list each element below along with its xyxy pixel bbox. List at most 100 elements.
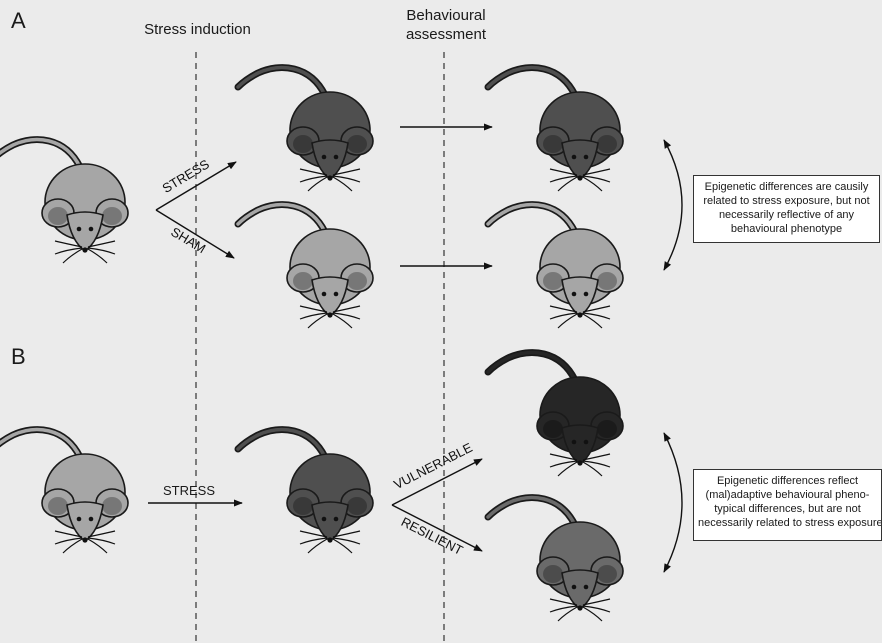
mouse-a-start [0, 136, 129, 264]
whisker [332, 537, 361, 545]
whisker [582, 175, 611, 183]
whisker [332, 530, 361, 538]
eye [333, 516, 339, 522]
whisker [307, 313, 328, 329]
panel-label-b: B [11, 344, 26, 369]
whisker [332, 313, 353, 329]
whisker [582, 461, 603, 477]
whisker [332, 305, 361, 313]
whisker [87, 537, 116, 545]
mouse-a-stressed [234, 64, 374, 192]
note-b: Epigenetic differences reflect (mal)adap… [693, 469, 882, 541]
whisker [549, 312, 578, 320]
arrow-a-comparison [663, 139, 683, 271]
eye [571, 154, 577, 160]
tail [234, 426, 329, 461]
head [66, 211, 104, 252]
nose [327, 312, 333, 318]
whisker [582, 605, 611, 613]
nose [327, 537, 333, 543]
whisker [332, 175, 361, 183]
head [311, 276, 349, 317]
eye [583, 291, 589, 297]
nose [577, 605, 583, 611]
head [311, 501, 349, 542]
whisker [549, 168, 578, 176]
head [561, 276, 599, 317]
whisker [582, 312, 611, 320]
note-b-line-2: (mal)adaptive behavioural pheno- [705, 489, 870, 501]
eye [321, 154, 327, 160]
note-a-line-1: Epigenetic differences are causily [704, 181, 869, 193]
nose [577, 460, 583, 466]
eye [321, 291, 327, 297]
whisker [87, 530, 116, 538]
note-b-line-4: necessarily related to stress exposure [698, 517, 882, 529]
mouse-b-stressed [234, 426, 374, 554]
eye [571, 439, 577, 445]
whisker [582, 598, 611, 606]
whisker [87, 247, 116, 255]
eye [583, 439, 589, 445]
head [561, 424, 599, 465]
whisker [582, 313, 603, 329]
head [561, 569, 599, 610]
label-b-resilient: RESILIENT [399, 514, 466, 558]
tail [484, 494, 579, 529]
whisker [299, 305, 328, 313]
whisker [582, 453, 611, 461]
eye [333, 154, 339, 160]
arrow-b-comparison [663, 432, 683, 573]
whisker [299, 537, 328, 545]
whisker [557, 461, 578, 477]
tail [484, 64, 579, 99]
nose [327, 175, 333, 181]
arrow-b-vulnerable [391, 458, 483, 506]
head [561, 139, 599, 180]
mouse-b-start [0, 426, 129, 554]
tail [234, 64, 329, 99]
eye [88, 516, 94, 522]
whisker [557, 176, 578, 192]
whisker [332, 168, 361, 176]
head [311, 139, 349, 180]
whisker [332, 312, 361, 320]
mouse-b-resilient [484, 494, 624, 622]
whisker [332, 176, 353, 192]
nose [82, 247, 88, 253]
whisker [582, 168, 611, 176]
whisker [54, 537, 83, 545]
mouse-a-stressed-final [484, 64, 624, 192]
note-a-line-2: related to stress exposure, but not [703, 195, 870, 207]
eye [571, 584, 577, 590]
whisker [582, 460, 611, 468]
label-a-sham: SHAM [168, 224, 208, 256]
whisker [54, 247, 83, 255]
arrow-a-stress [155, 161, 237, 211]
whisker [582, 606, 603, 622]
whisker [307, 538, 328, 554]
panel-label-a: A [11, 8, 26, 33]
whisker [549, 453, 578, 461]
tail [234, 201, 329, 236]
whisker [87, 248, 108, 264]
nose [577, 312, 583, 318]
nose [577, 175, 583, 181]
header-behavioural-line-1: Behavioural [406, 7, 486, 24]
whisker [582, 305, 611, 313]
eye [333, 291, 339, 297]
mouse-b-vulnerable [484, 349, 624, 477]
whisker [299, 530, 328, 538]
whisker [87, 240, 116, 248]
whisker [557, 606, 578, 622]
whisker [299, 168, 328, 176]
eye [583, 584, 589, 590]
eye [571, 291, 577, 297]
whisker [299, 175, 328, 183]
eye [583, 154, 589, 160]
tail [484, 201, 579, 236]
whisker [62, 538, 83, 554]
label-a-stress: STRESS [160, 156, 213, 196]
label-b-stress: STRESS [163, 483, 216, 498]
